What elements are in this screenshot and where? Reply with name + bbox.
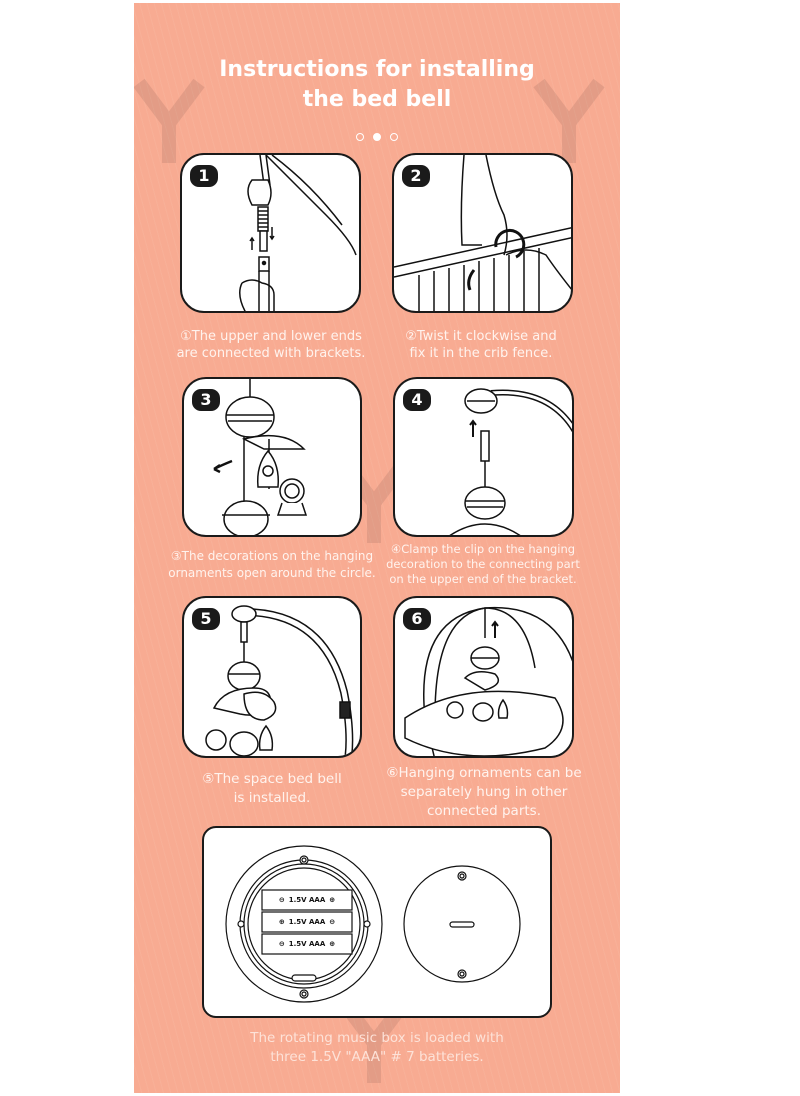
step-6-card: 6 — [393, 596, 574, 758]
caption-line: is installed. — [233, 790, 311, 806]
caption-line: on the upper end of the bracket. — [389, 572, 577, 586]
caption-line: three 1.5V "AAA" # 7 batteries. — [270, 1049, 484, 1065]
bed-bell-installed-illustration-icon — [205, 605, 354, 756]
step-1-caption: ①The upper and lower ends are connected … — [134, 328, 408, 362]
negative-terminal-icon: ⊖ — [278, 940, 285, 948]
caption-line: ④Clamp the clip on the hanging — [390, 542, 576, 556]
negative-terminal-icon: ⊖ — [329, 918, 336, 926]
positive-terminal-icon: ⊕ — [329, 896, 336, 904]
pagination-dot[interactable] — [355, 132, 364, 141]
caption-line: are connected with brackets. — [176, 346, 366, 361]
step-number-badge: 2 — [402, 165, 430, 187]
step-5-caption: ⑤The space bed bell is installed. — [134, 770, 410, 808]
battery-caption: The rotating music box is loaded with th… — [134, 1029, 620, 1067]
battery-cell: ⊕ 1.5V AAA ⊖ — [262, 912, 352, 932]
title-line-2: the bed bell — [302, 87, 452, 112]
caption-line: separately hung in other — [400, 784, 568, 800]
pagination-dot[interactable] — [390, 132, 399, 141]
step-6-caption: ⑥Hanging ornaments can be separately hun… — [354, 764, 614, 821]
step-1-card: 1 — [180, 153, 361, 313]
clip-attach-illustration-icon — [449, 388, 572, 535]
crib-fence-clamp-illustration-icon — [394, 155, 571, 311]
step-number-badge: 5 — [192, 608, 220, 630]
title-line-1: Instructions for installing — [219, 57, 535, 82]
battery-label: 1.5V AAA — [288, 918, 326, 926]
page-title: Instructions for installing the bed bell — [134, 55, 620, 115]
step-2-caption: ②Twist it clockwise and fix it in the cr… — [356, 328, 606, 362]
battery-label: 1.5V AAA — [288, 896, 326, 904]
positive-terminal-icon: ⊕ — [278, 918, 285, 926]
battery-label: 1.5V AAA — [288, 940, 326, 948]
caption-line: connected parts. — [427, 803, 541, 819]
bracket-connect-illustration-icon — [239, 155, 357, 311]
caption-line: ⑤The space bed bell — [202, 771, 342, 787]
caption-line: ②Twist it clockwise and — [405, 329, 557, 344]
caption-line: decoration to the connecting part — [386, 557, 580, 571]
battery-compartment-card: ⊖ 1.5V AAA ⊕ ⊕ 1.5V AAA ⊖ ⊖ 1.5V AAA ⊕ — [202, 826, 552, 1018]
crib-mobile-hung-illustration-icon — [404, 606, 572, 756]
step-2-card: 2 — [392, 153, 573, 313]
pagination-dot-active[interactable] — [373, 132, 381, 141]
step-number-badge: 3 — [192, 389, 220, 411]
negative-terminal-icon: ⊖ — [278, 896, 285, 904]
caption-line: fix it in the crib fence. — [409, 346, 553, 361]
pagination-dots — [134, 126, 620, 145]
step-number-badge: 1 — [190, 165, 218, 187]
caption-line: ③The decorations on the hanging — [170, 549, 374, 563]
caption-line: ①The upper and lower ends — [180, 329, 362, 344]
watermark-logo-icon — [134, 78, 205, 163]
step-3-card: 3 — [182, 377, 362, 537]
watermark-logo-icon — [533, 78, 605, 163]
step-3-caption: ③The decorations on the hanging ornament… — [134, 548, 410, 582]
step-number-badge: 4 — [403, 389, 431, 411]
caption-line: ⑥Hanging ornaments can be — [386, 765, 582, 781]
caption-line: The rotating music box is loaded with — [250, 1030, 504, 1046]
step-4-card: 4 — [393, 377, 574, 537]
battery-cell: ⊖ 1.5V AAA ⊕ — [262, 890, 352, 910]
step-5-card: 5 — [182, 596, 362, 758]
step-4-caption: ④Clamp the clip on the hanging decoratio… — [352, 542, 614, 587]
caption-line: ornaments open around the circle. — [168, 566, 376, 580]
ornaments-open-illustration-icon — [213, 379, 308, 535]
instruction-panel: Instructions for installing the bed bell — [134, 3, 620, 1093]
positive-terminal-icon: ⊕ — [329, 940, 336, 948]
battery-cell: ⊖ 1.5V AAA ⊕ — [262, 934, 352, 954]
step-number-badge: 6 — [403, 608, 431, 630]
battery-compartment-illustration-icon — [225, 845, 521, 1003]
